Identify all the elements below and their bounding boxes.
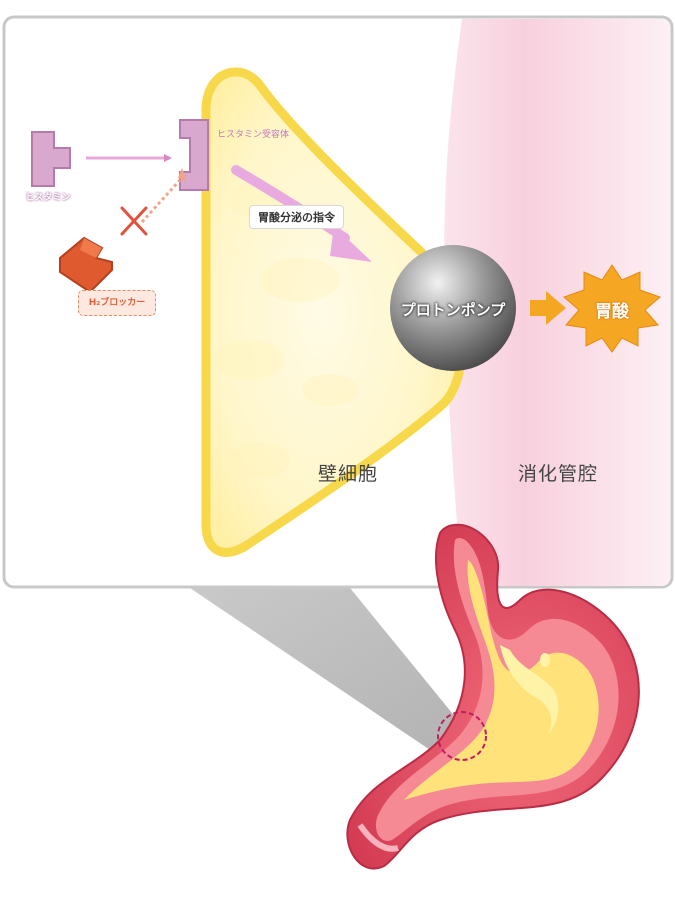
histamine-receptor-label: ヒスタミン受容体 (217, 130, 290, 140)
command-arrow (231, 165, 350, 243)
acid-arrow (530, 291, 566, 325)
histamine-shape (31, 131, 71, 187)
acid-secretion-command-label: 胃酸分泌の指令 (249, 205, 344, 229)
zoom-focus-circle (437, 711, 487, 761)
proton-pump (390, 245, 516, 371)
stomach-illustration (346, 523, 640, 870)
h2-blocker-shape (59, 236, 113, 294)
proton-pump-label: プロトンポンプ (400, 301, 506, 319)
h2-blocker-label: H₂ブロッカー (78, 290, 156, 316)
parietal-cell-label: 壁細胞 (318, 463, 379, 485)
histamine-label: ヒスタミン (25, 193, 71, 203)
gastric-acid-label: 胃酸 (595, 302, 629, 322)
zoom-beam (190, 588, 470, 760)
gastric-acid-burst (563, 264, 661, 353)
receptor-shape (179, 119, 209, 191)
command-arrow-head (330, 226, 372, 262)
blocker-arrow-head (178, 168, 187, 181)
block-x-icon (120, 206, 148, 236)
digestive-lumen-label: 消化管腔 (518, 463, 599, 485)
